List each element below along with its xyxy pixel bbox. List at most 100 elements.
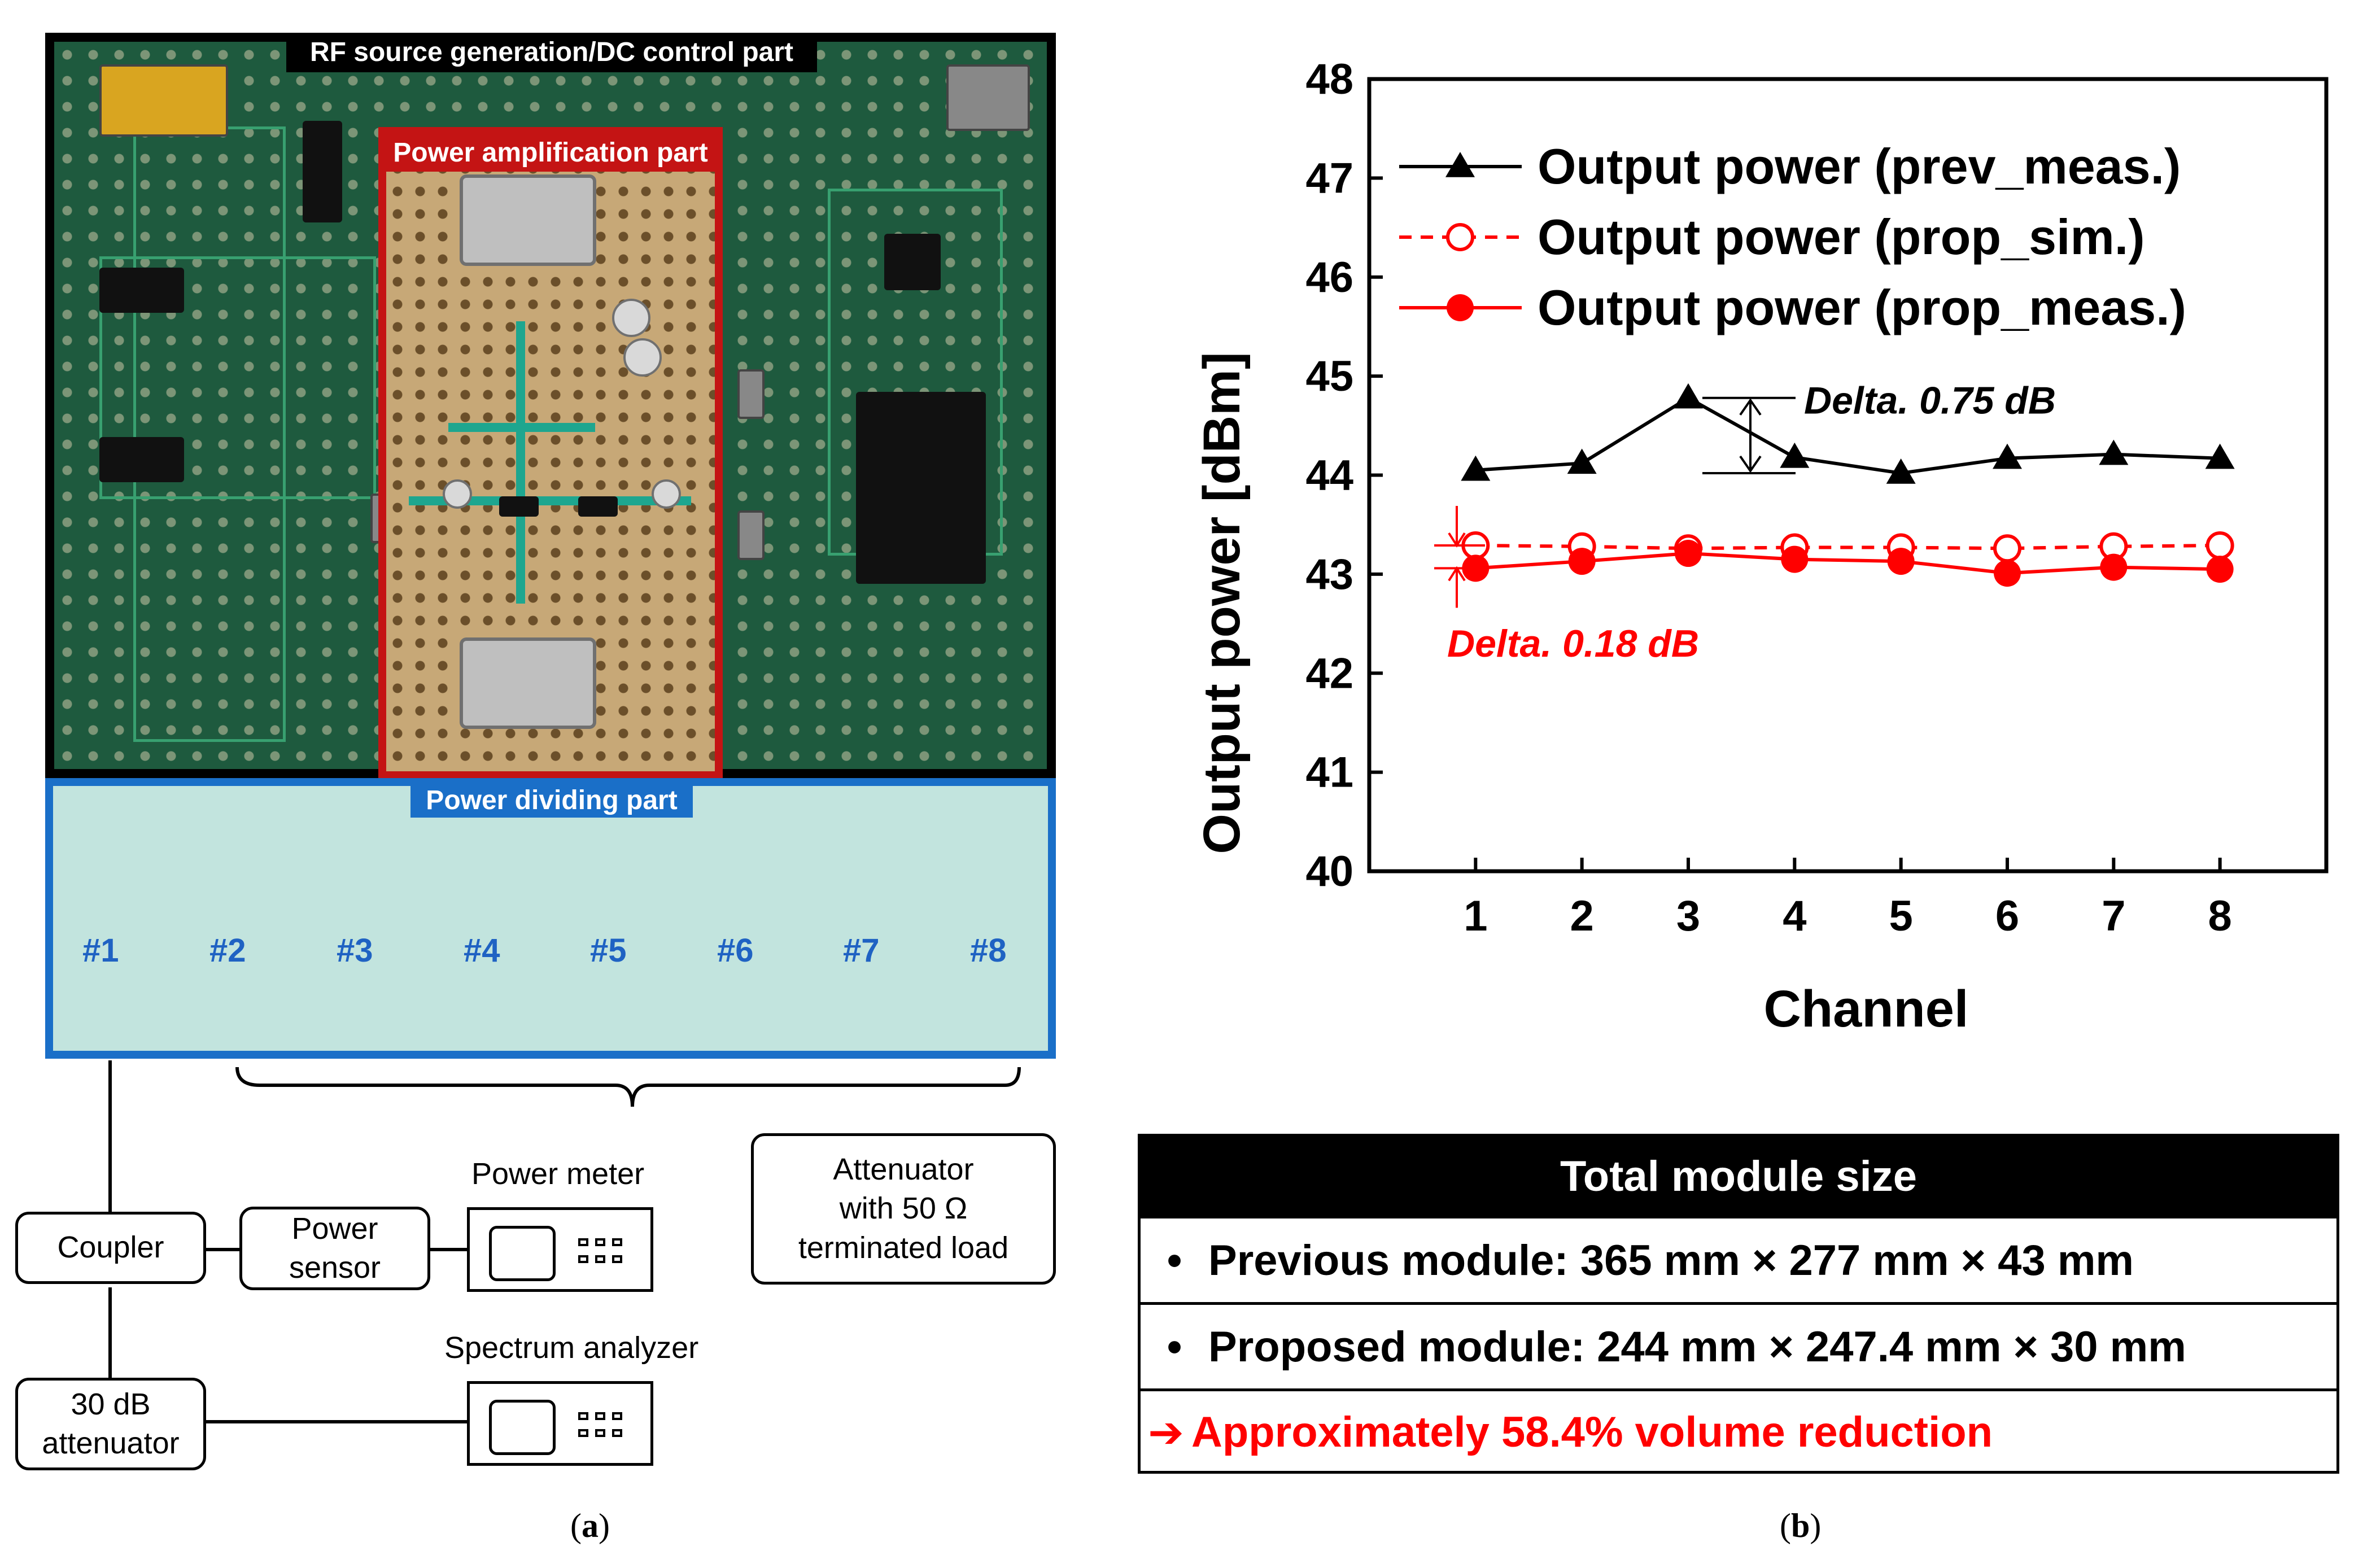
attenuator-load-label: Attenuator <box>833 1152 974 1187</box>
x-tick-label: 8 <box>2208 892 2232 940</box>
power-meter-icon <box>467 1207 653 1292</box>
channel-label: #6 <box>717 932 754 969</box>
capacitor <box>623 338 662 377</box>
data-point <box>1567 448 1597 474</box>
x-tick-label: 6 <box>1995 892 2019 940</box>
coupler-label: Coupler <box>57 1230 164 1265</box>
channel-label: #4 <box>464 932 500 969</box>
data-point <box>1993 534 2021 563</box>
dc-wire-harness <box>99 64 228 137</box>
data-point <box>1886 458 1916 484</box>
y-axis-label: Output power [dBm] <box>1193 352 1251 854</box>
inductor-component <box>884 234 941 290</box>
table-row: • Proposed module: 244 mm × 247.4 mm × 3… <box>1141 1302 2336 1388</box>
table-title: Total module size <box>1141 1137 2336 1216</box>
isolator <box>460 637 596 729</box>
data-point <box>1461 455 1491 481</box>
power-sensor-label: sensor <box>289 1251 381 1285</box>
power-sensor-box: Power sensor <box>239 1207 430 1290</box>
capacitor <box>443 479 472 509</box>
spectrum-analyzer-label: Spectrum analyzer <box>444 1331 699 1365</box>
arrow-icon: ➔ <box>1148 1409 1184 1457</box>
x-tick-label: 4 <box>1783 892 1806 940</box>
wire <box>108 1060 112 1213</box>
attenuator-load-box: Attenuator with 50 Ω terminated load <box>751 1133 1056 1285</box>
power-amp-label: Power amplification part <box>379 134 722 172</box>
channel-label: #7 <box>843 932 880 969</box>
y-tick-label: 47 <box>1305 154 1353 202</box>
microstrip-line <box>448 423 595 432</box>
delta-annotation: Delta. 0.75 dB <box>1804 379 2056 422</box>
data-point <box>1993 443 2022 469</box>
x-tick-label: 7 <box>2102 892 2125 940</box>
dc-connector <box>946 64 1030 131</box>
previous-module-size: Previous module: 365 mm × 277 mm × 43 mm <box>1208 1236 2134 1285</box>
data-point <box>1568 548 1596 575</box>
legend-entry: Output power (prop_meas.) <box>1538 279 2186 335</box>
power-div-label: Power dividing part <box>410 784 693 818</box>
x-tick-label: 1 <box>1464 892 1487 940</box>
power-meter-label: Power meter <box>471 1157 645 1191</box>
channel-label: #2 <box>209 932 246 969</box>
channel-brace <box>235 1067 1021 1107</box>
proposed-module-size: Proposed module: 244 mm × 247.4 mm × 30 … <box>1208 1322 2186 1371</box>
power-amplifier-board <box>378 127 723 779</box>
data-point <box>1447 294 1474 321</box>
x-tick-label: 2 <box>1570 892 1594 940</box>
bullet: • <box>1167 1322 1182 1371</box>
data-point <box>1781 545 1809 573</box>
data-point <box>1780 442 1810 468</box>
delta-annotation: Delta. 0.18 dB <box>1447 622 1699 665</box>
y-tick-label: 45 <box>1305 352 1353 400</box>
y-tick-label: 41 <box>1305 749 1353 797</box>
x-tick-label: 3 <box>1676 892 1700 940</box>
x-tick-label: 5 <box>1889 892 1913 940</box>
data-point <box>2100 553 2128 581</box>
series-line <box>1475 544 2220 551</box>
transistor <box>499 496 539 517</box>
caption-b: (b) <box>1780 1507 1822 1544</box>
delta-arrowhead <box>1448 532 1466 548</box>
data-point <box>2205 531 2234 560</box>
data-point <box>2099 439 2129 465</box>
capacitor <box>652 479 681 509</box>
x-axis-label: Channel <box>1764 980 1969 1038</box>
sma-connector <box>737 510 765 560</box>
data-point <box>2205 443 2235 469</box>
attenuator-30db-label: attenuator <box>42 1426 180 1460</box>
dc-converter-module <box>856 392 986 584</box>
microstrip-line <box>409 496 691 505</box>
y-tick-label: 46 <box>1305 254 1353 302</box>
channel-label: #5 <box>590 932 627 969</box>
channel-label: #8 <box>970 932 1007 969</box>
series-line <box>1475 396 2220 475</box>
spectrum-analyzer-icon <box>467 1381 653 1466</box>
attenuator-load-label: with 50 Ω <box>839 1191 968 1226</box>
pcb-trace <box>99 256 376 499</box>
caption-a: (a) <box>570 1507 610 1544</box>
wire <box>108 1287 112 1381</box>
capacitor <box>612 299 650 337</box>
delta-arrowhead <box>1739 398 1762 416</box>
series-line <box>1475 552 2220 575</box>
wire <box>429 1248 469 1251</box>
channel-label: #3 <box>337 932 373 969</box>
volume-reduction: Approximately 58.4% volume reduction <box>1191 1408 1993 1456</box>
wire <box>206 1248 241 1251</box>
data-point <box>1887 548 1915 575</box>
attenuator-30db-label: 30 dB <box>71 1387 151 1421</box>
delta-arrowhead <box>1448 566 1466 582</box>
data-point <box>1445 152 1475 177</box>
channel-label: #1 <box>82 932 119 969</box>
transistor <box>578 496 618 517</box>
legend-entry: Output power (prop_sim.) <box>1538 209 2145 265</box>
isolator <box>460 174 596 266</box>
coupler-box: Coupler <box>15 1212 206 1284</box>
y-tick-label: 48 <box>1305 55 1353 103</box>
wire <box>204 1420 469 1423</box>
data-point <box>1675 540 1702 567</box>
delta-arrowhead <box>1739 455 1762 473</box>
legend-entry: Output power (prev_meas.) <box>1538 138 2181 194</box>
bullet: • <box>1167 1236 1182 1285</box>
